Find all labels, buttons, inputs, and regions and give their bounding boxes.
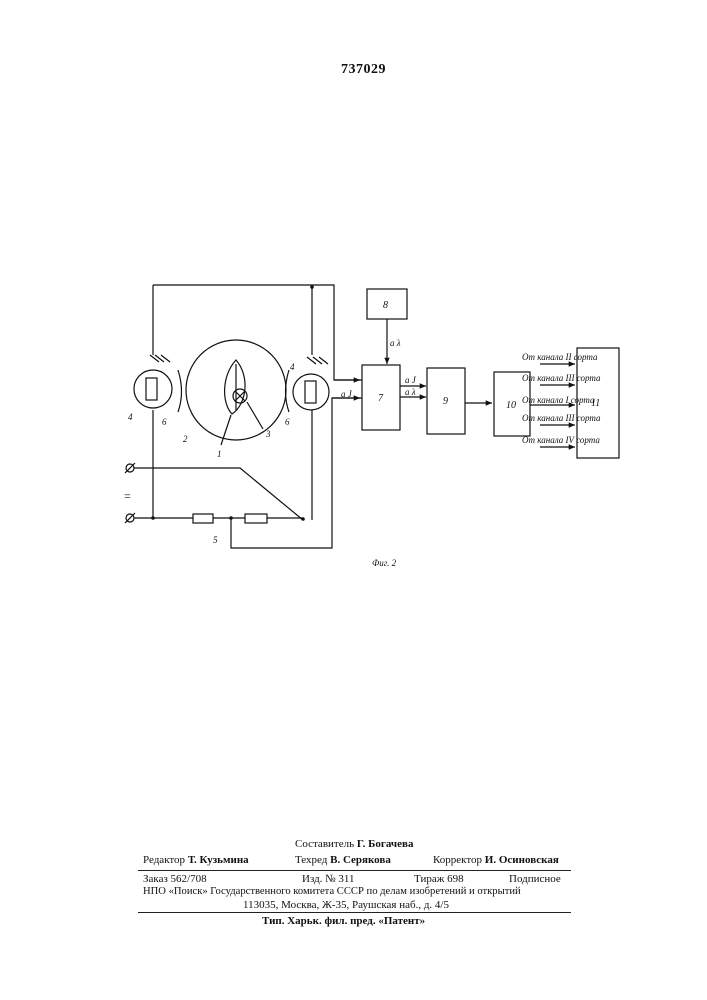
block-8-label: 8 (383, 300, 388, 311)
compiler-name: Г. Богачева (357, 838, 414, 850)
block-10-label: 10 (506, 400, 516, 411)
signal-label-7-out-a: a J (405, 375, 417, 385)
light-rays-right (307, 357, 328, 364)
channel-label-1: От канала II сорта (522, 352, 598, 362)
footer-rule-top (138, 870, 571, 871)
corrector-label: Корректор (433, 854, 482, 866)
light-rays-left (150, 355, 170, 362)
channel-label-3: От канала I сорта (522, 395, 595, 405)
block-9-label: 9 (443, 396, 448, 407)
label-6-left: 6 (162, 417, 167, 427)
resistor-1 (193, 514, 213, 523)
top-wire (153, 285, 362, 380)
photodetector-left-cell (146, 378, 157, 400)
label-4-right: 4 (290, 362, 295, 372)
label-6-right: 6 (285, 417, 290, 427)
printer: Тип. Харьк. фил. пред. «Патент» (262, 915, 425, 927)
editor-line: Редактор Т. Кузьмина (143, 854, 249, 866)
label-3: 3 (265, 429, 271, 439)
circuit-diagram: = 1 2 3 4 4 5 6 6 7 8 9 10 11 a J a λ a … (0, 0, 707, 620)
channel-label-5: От канала IV сорта (522, 435, 600, 445)
footer-rule-bottom (138, 912, 571, 913)
signal-label-7-out-b: a λ (405, 387, 416, 397)
organization: НПО «Поиск» Государственного комитета СС… (143, 886, 521, 897)
photodetector-right-cell (305, 381, 316, 403)
resistor-2 (245, 514, 267, 523)
input-wire-upper (134, 468, 303, 520)
signal-label-8: a λ (390, 338, 401, 348)
compiler-label: Составитель (295, 838, 354, 850)
editor-label: Редактор (143, 854, 185, 866)
channel-label-4: От канала III сорта (522, 413, 601, 423)
signal-label-input: a J (341, 389, 353, 399)
bottom-return-wire (231, 398, 362, 548)
leader-1 (221, 415, 231, 445)
corrector-name: И. Осиновская (485, 854, 559, 866)
photodetector-left (134, 370, 172, 408)
techred-line: Техред В. Серякова (295, 854, 391, 866)
subscription: Подписное (509, 873, 561, 885)
edition-number: Изд. № 311 (302, 873, 355, 885)
diaphragm-left (178, 370, 182, 412)
block-7-label: 7 (378, 393, 384, 404)
dc-symbol: = (124, 489, 131, 503)
label-4-left: 4 (128, 412, 133, 422)
channel-label-2: От канала III сорта (522, 373, 601, 383)
photodetector-right (293, 374, 329, 410)
leader-3 (247, 402, 263, 429)
techred-name: В. Серякова (330, 854, 391, 866)
tobacco-leaf (225, 360, 245, 414)
figure-caption: Фиг. 2 (372, 558, 397, 568)
order-number: Заказ 562/708 (143, 873, 207, 885)
label-1: 1 (217, 449, 222, 459)
techred-label: Техред (295, 854, 327, 866)
label-2: 2 (183, 434, 188, 444)
corrector-line: Корректор И. Осиновская (433, 854, 559, 866)
address: 113035, Москва, Ж-35, Раушская наб., д. … (243, 899, 449, 911)
print-run: Тираж 698 (414, 873, 464, 885)
compiler-line: Составитель Г. Богачева (295, 838, 413, 850)
editor-name: Т. Кузьмина (188, 854, 249, 866)
label-5: 5 (213, 535, 218, 545)
